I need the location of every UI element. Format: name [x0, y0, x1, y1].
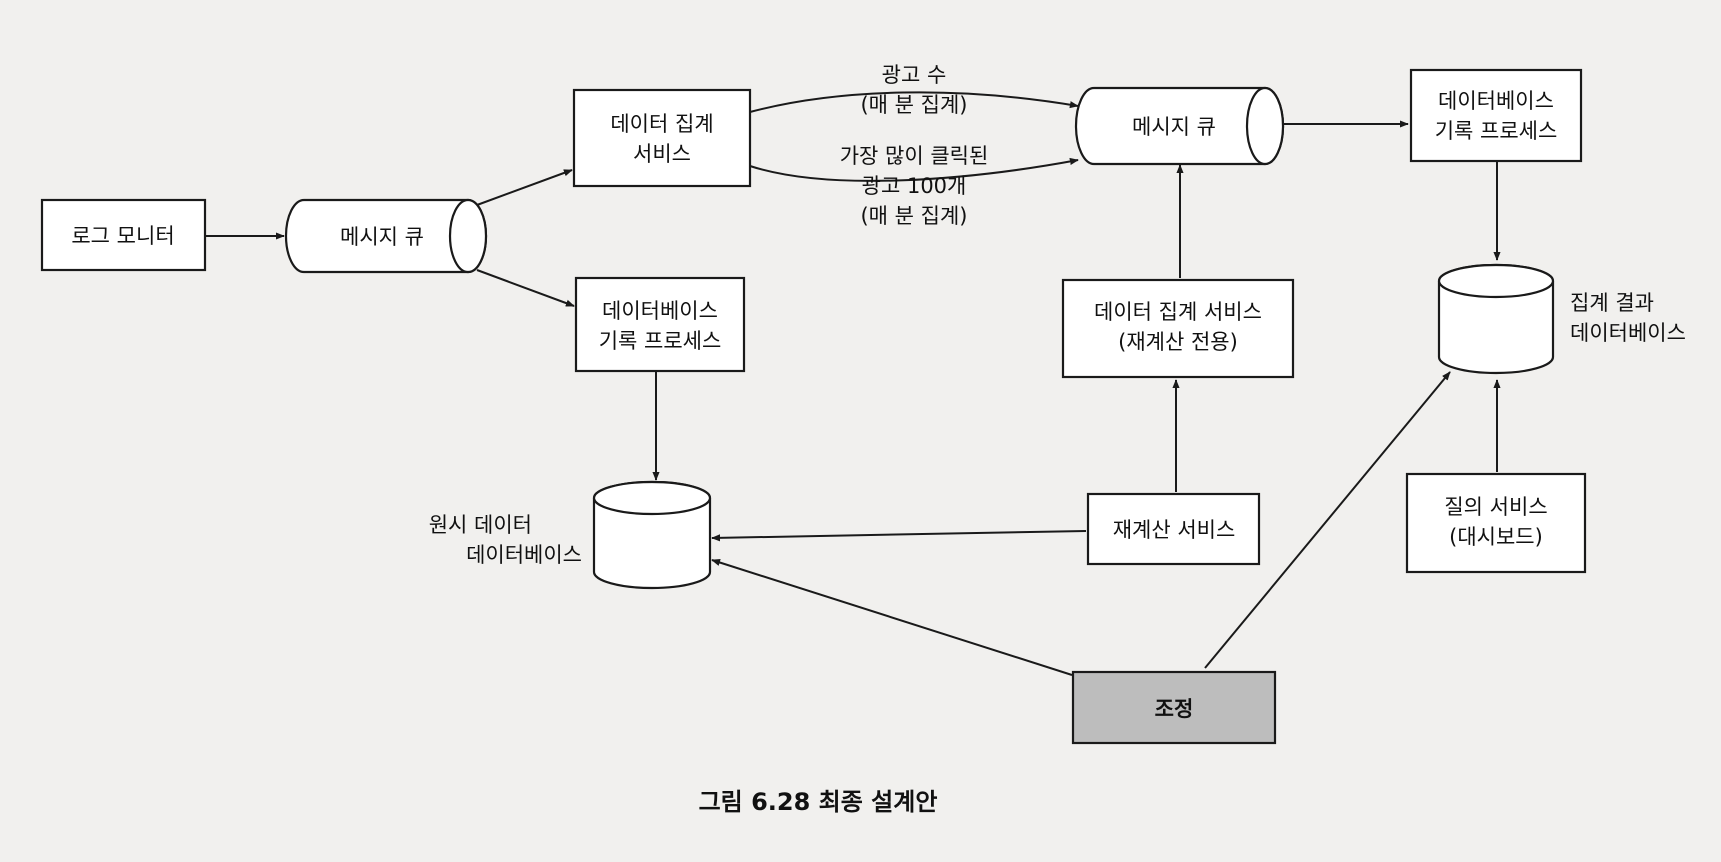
node-message-queue-right: 메시지 큐 [1074, 86, 1285, 166]
node-db-writer-right: 데이터베이스 기록 프로세스 [1409, 68, 1583, 163]
node-query-service-label-2: (대시보드) [1449, 525, 1543, 549]
edge-agg-to-mq-count [749, 91, 1079, 113]
edge-mq-to-agg [476, 169, 573, 206]
node-db-writer-left: 데이터베이스 기록 프로세스 [574, 276, 746, 373]
edge-recompute-to-rawdb [711, 530, 1087, 542]
node-aggregation-service-label-2: 서비스 [633, 142, 691, 166]
node-aggregate-database-label-1: 집계 결과 [1570, 291, 1654, 315]
node-db-writer-left-label-1: 데이터베이스 [602, 299, 718, 323]
edge-agg-to-mq-topads [749, 157, 1079, 182]
node-aggregate-database [1437, 263, 1555, 375]
node-db-writer-right-label-2: 기록 프로세스 [1435, 119, 1558, 143]
edge-reconcile-to-aggdb [1204, 371, 1451, 669]
node-recompute-service-label: 재계산 서비스 [1113, 518, 1236, 542]
edge-label-top-ads-2: 광고 100개 [862, 174, 967, 198]
edge-label-top-ads-1: 가장 많이 클릭된 [840, 144, 989, 168]
node-raw-database-label-2: 데이터베이스 [466, 543, 582, 567]
node-raw-database [592, 480, 712, 590]
node-aggregate-database-label-2: 데이터베이스 [1570, 321, 1686, 345]
figure-caption: 그림 6.28 최종 설계안 [699, 788, 938, 816]
node-reconciliation: 조정 [1071, 670, 1277, 745]
node-message-queue-left-label: 메시지 큐 [340, 225, 424, 249]
edge-label-top-ads-3: (매 분 집계) [860, 204, 967, 228]
node-recompute-aggregation: 데이터 집계 서비스 (재계산 전용) [1061, 278, 1295, 379]
node-aggregation-service: 데이터 집계 서비스 [572, 88, 752, 188]
node-query-service: 질의 서비스 (대시보드) [1405, 472, 1587, 574]
node-log-monitor: 로그 모니터 [40, 198, 207, 272]
edge-reconcile-to-rawdb [711, 559, 1073, 676]
edges [206, 91, 1501, 676]
edge-label-ad-count-2: (매 분 집계) [860, 93, 967, 117]
node-db-writer-right-label-1: 데이터베이스 [1438, 89, 1554, 113]
node-recompute-aggregation-label-1: 데이터 집계 서비스 [1094, 300, 1262, 324]
node-recompute-service: 재계산 서비스 [1086, 492, 1261, 566]
edge-mq-to-dbwriter [476, 269, 575, 307]
node-db-writer-left-label-2: 기록 프로세스 [599, 329, 722, 353]
node-aggregation-service-label-1: 데이터 집계 [610, 112, 713, 136]
edge-label-ad-count-1: 광고 수 [882, 63, 947, 87]
node-message-queue-left: 메시지 큐 [284, 198, 488, 274]
node-raw-database-label-1: 원시 데이터 [429, 513, 532, 537]
node-message-queue-right-label: 메시지 큐 [1132, 115, 1216, 139]
node-reconciliation-label: 조정 [1155, 697, 1194, 721]
node-log-monitor-label: 로그 모니터 [71, 224, 174, 248]
node-recompute-aggregation-label-2: (재계산 전용) [1118, 330, 1238, 354]
node-query-service-label-1: 질의 서비스 [1444, 495, 1547, 519]
